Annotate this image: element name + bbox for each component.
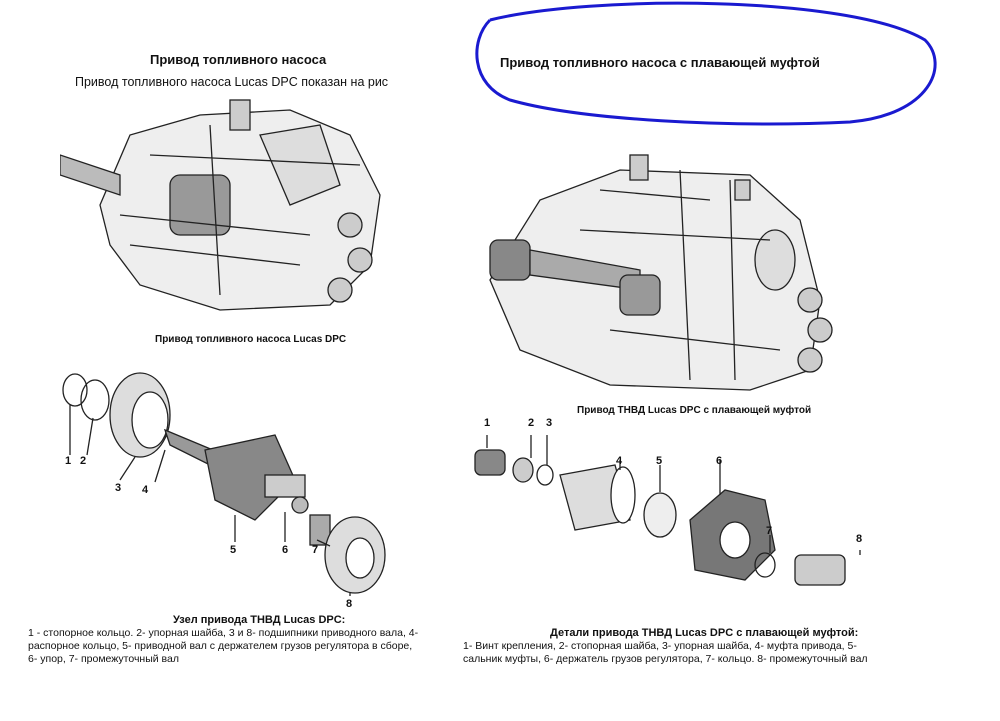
left-title: Привод топливного насоса [150,52,327,67]
left-part-label: 5 [230,544,237,556]
right-title: Привод топливного насоса с плавающей муф… [500,55,820,70]
left-part-label: 6 [282,544,289,556]
right-exploded-drawing [474,435,861,586]
right-part-label: 6 [716,455,723,467]
left-part-label: 7 [312,544,319,556]
left-figure2-description: 1 - стопорное кольцо. 2- упорная шайба, … [28,627,418,666]
left-part-label: 3 [115,482,122,494]
description-line: распорное кольцо, 5- приводной вал с дер… [28,640,413,652]
right-pump-drawing [489,154,833,391]
right-part-label: 2 [528,417,535,429]
right-part-label: 8 [856,533,863,545]
description-line: 1 - стопорное кольцо. 2- упорная шайба, … [28,627,419,639]
left-subtitle: Привод топливного насоса Lucas DPC показ… [75,75,389,89]
right-part-label: 3 [546,417,553,429]
description-line: 6- упор, 7- промежуточный вал [28,653,179,665]
left-part-label: 2 [80,455,87,467]
left-figure2-caption: Узел привода ТНВД Lucas DPC: [173,614,346,626]
right-figure1-caption: Привод ТНВД Lucas DPC с плавающей муфтой [577,405,812,416]
right-part-label: 5 [656,455,663,467]
left-part-label: 4 [142,484,149,496]
description-line: сальник муфты, 6- держатель грузов регул… [463,653,868,665]
left-part-label: 1 [65,455,72,467]
right-figure2-description: 1- Винт крепления, 2- стопорная шайба, 3… [463,640,868,666]
right-part-label: 4 [616,455,623,467]
right-part-label: 1 [484,417,491,429]
left-exploded-drawing [62,372,386,596]
right-figure2-caption: Детали привода ТНВД Lucas DPC с плавающе… [550,627,859,639]
left-pump-drawing [60,99,381,311]
blue-ellipse-annotation [475,1,937,126]
left-figure1-caption: Привод топливного насоса Lucas DPC [155,334,347,345]
left-part-label: 8 [346,598,353,610]
right-part-label: 7 [766,525,773,537]
description-line: 1- Винт крепления, 2- стопорная шайба, 3… [463,640,857,652]
